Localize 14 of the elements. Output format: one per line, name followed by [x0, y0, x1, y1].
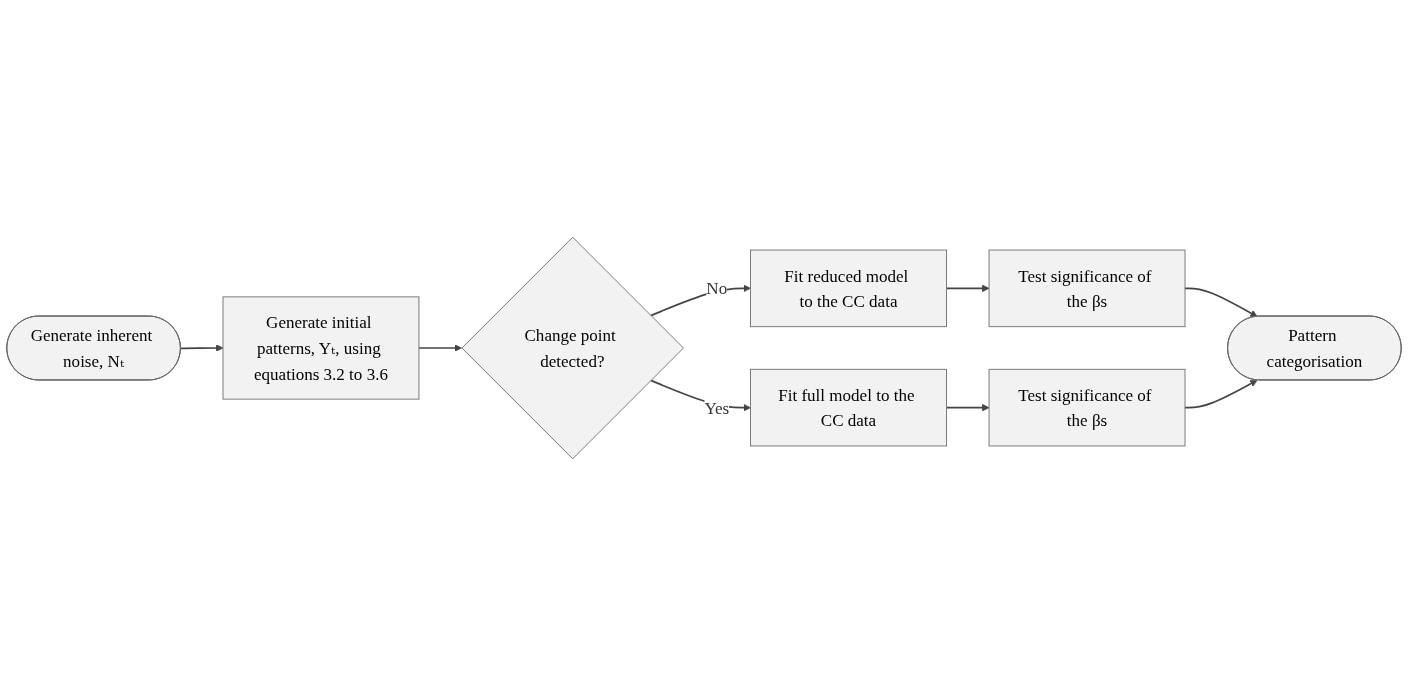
arrow: [418, 343, 462, 352]
node-box: Fit full model to the CC data: [750, 368, 947, 446]
node-box: Test significance of the βs: [988, 249, 1186, 327]
node-diamond: Change point detected?: [461, 236, 684, 459]
arrow: [945, 284, 990, 292]
arrow: [1184, 379, 1258, 408]
arrow: [1184, 287, 1258, 317]
edge-label: Yes: [704, 397, 730, 417]
node-box: Generate initial patterns, Yₜ, using equations 3.2 to 3.6: [222, 295, 420, 400]
node-box: Test significance of the βs: [988, 368, 1186, 446]
node-box: Fit reduced model to the CC data: [750, 249, 947, 327]
arrow: [945, 403, 990, 411]
edge-label: No: [706, 278, 728, 298]
arrow: [179, 343, 224, 352]
